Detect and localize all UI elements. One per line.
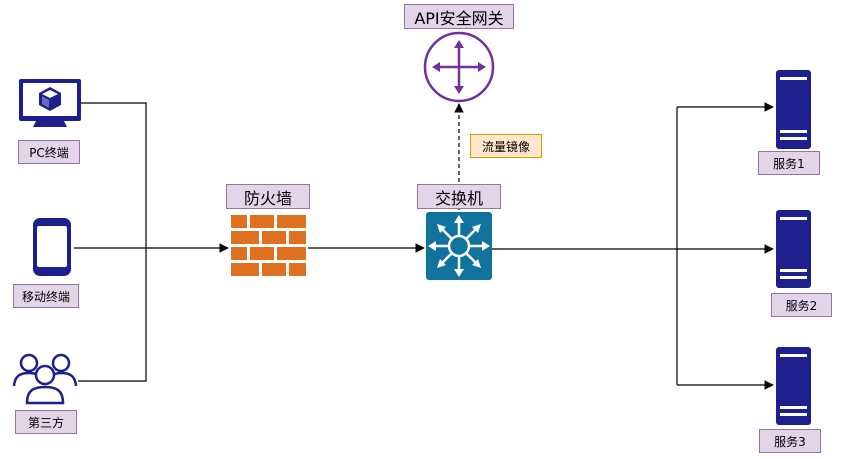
- network-switch-icon: [426, 212, 492, 280]
- edge-pc-to-bus: [81, 102, 147, 248]
- gateway-router-icon: [423, 31, 495, 103]
- mobile-phone-icon: [33, 218, 71, 276]
- desktop-monitor-icon: [19, 79, 81, 127]
- server-label-2: 服务2: [771, 293, 832, 317]
- firewall-label: 防火墙: [226, 184, 310, 209]
- connectors: [74, 102, 774, 390]
- client-label-pc: PC终端: [18, 140, 80, 164]
- gateway-label: API安全网关: [404, 4, 514, 29]
- server-icon: [776, 210, 811, 288]
- server-label-3: 服务3: [759, 429, 821, 453]
- client-label-mobile: 移动终端: [13, 284, 79, 308]
- server-icon: [776, 347, 811, 425]
- mirror-label: 流量镜像: [470, 134, 542, 158]
- switch-label: 交换机: [417, 184, 501, 209]
- edge-thirdparty-to-bus: [78, 248, 147, 382]
- client-label-thirdparty: 第三方: [15, 410, 77, 434]
- server-icon: [776, 70, 811, 149]
- users-group-icon: [12, 353, 78, 405]
- server-label-1: 服务1: [758, 151, 820, 175]
- brick-firewall-icon: [231, 215, 306, 276]
